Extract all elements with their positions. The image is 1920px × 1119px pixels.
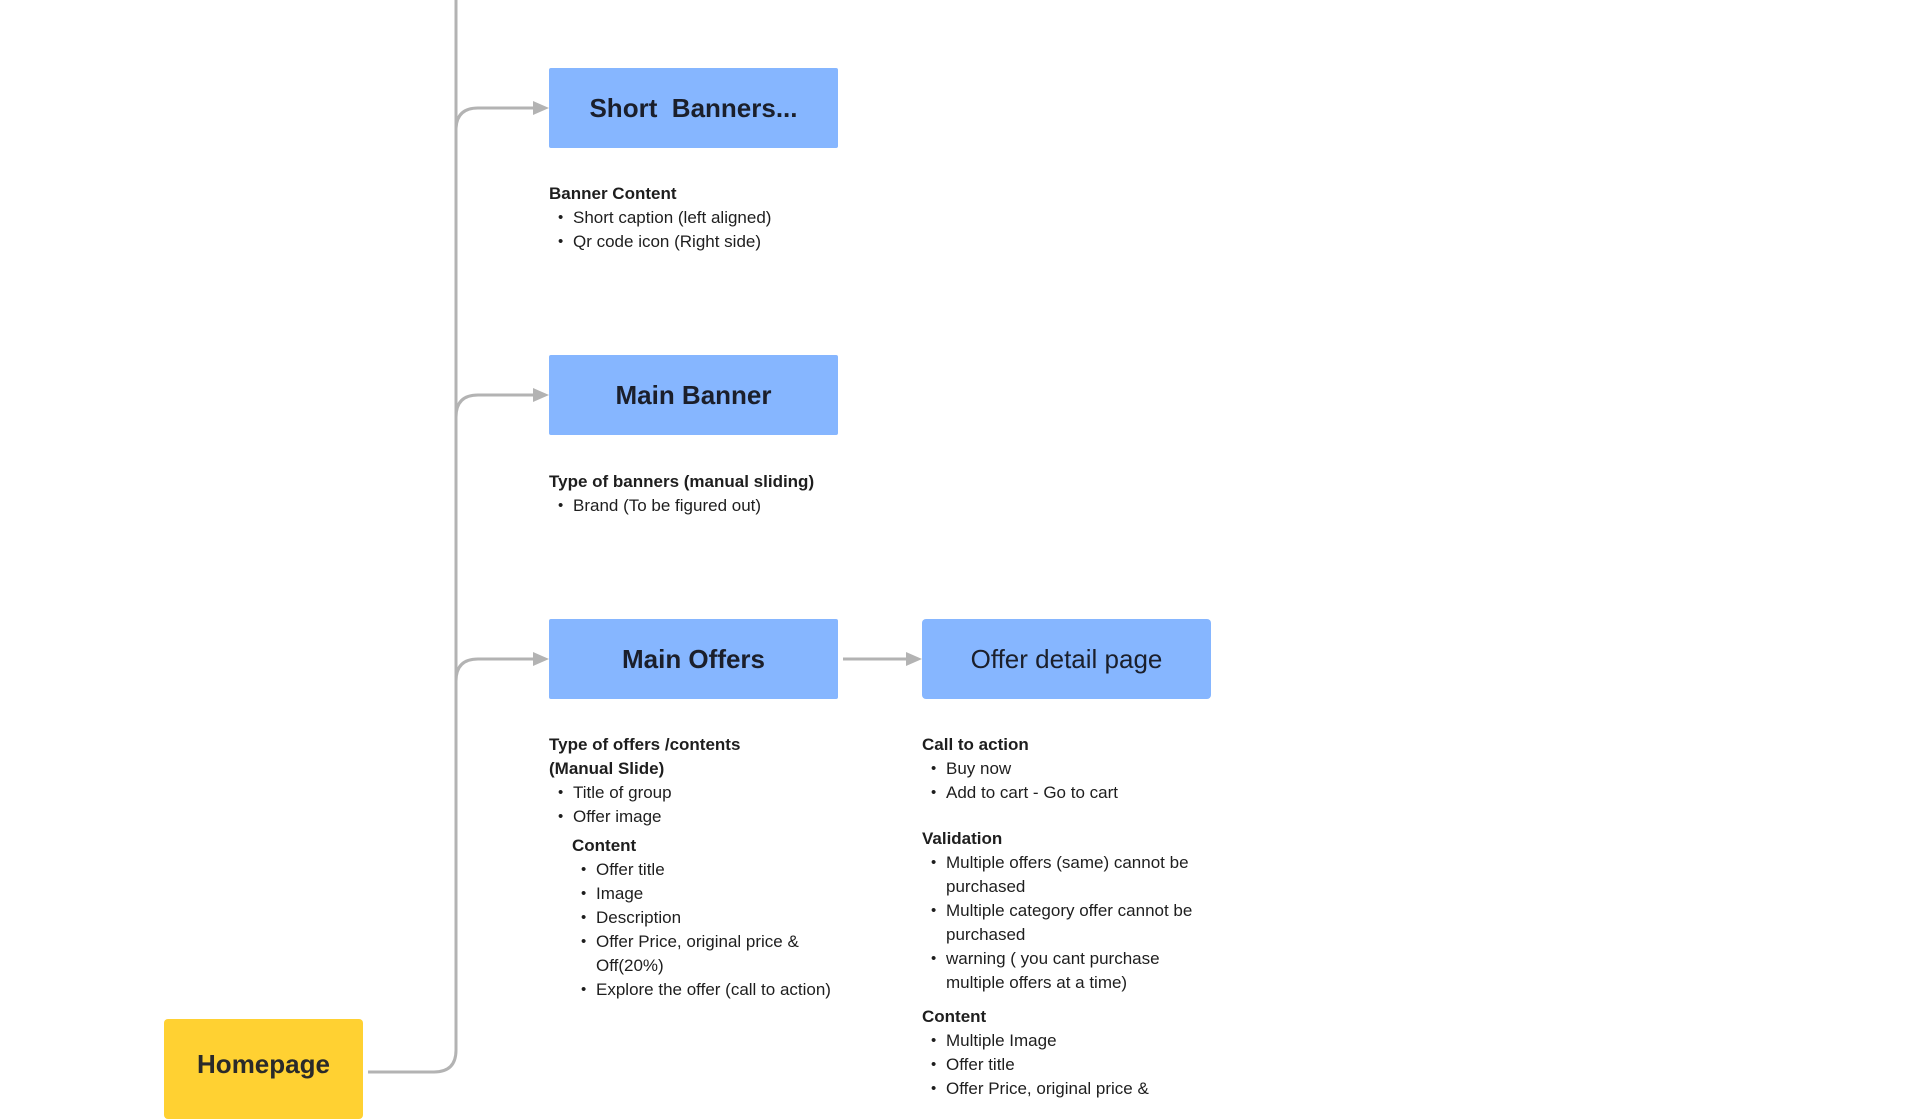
list-item: Offer Price, original price & Off(20%) xyxy=(581,930,831,978)
list-item: Add to cart - Go to cart xyxy=(931,781,1192,805)
list-item-line: purchased xyxy=(946,877,1026,896)
list-item: Multiple offers (same) cannot be purchase… xyxy=(931,851,1192,899)
node-main-banner-label: Main Banner xyxy=(615,379,772,410)
node-main-offers[interactable]: Main Offers xyxy=(549,619,838,699)
list-item: Buy now xyxy=(931,757,1192,781)
list-item: Description xyxy=(581,906,831,930)
notes-content-title: Content xyxy=(922,1007,987,1026)
branch-homepage xyxy=(368,1040,458,1074)
list-item-line: Off(20%) xyxy=(596,956,664,975)
node-offer-detail-page[interactable]: Offer detail page xyxy=(922,619,1211,699)
list-item: Offer image xyxy=(558,805,831,829)
notes-title-line1: Type of offers /contents xyxy=(549,735,741,754)
node-short-banners-label: Short Banners... xyxy=(589,92,798,123)
list-item: Offer title xyxy=(931,1053,1192,1077)
list-item: Image xyxy=(581,882,831,906)
node-offer-detail-label: Offer detail page xyxy=(970,643,1163,674)
list-item-line: Multiple offers (same) cannot be xyxy=(946,853,1189,872)
notes-title: Banner Content xyxy=(549,184,677,203)
node-homepage[interactable]: Homepage xyxy=(164,1019,363,1119)
list-item: Title of group xyxy=(558,781,831,805)
list-item-line: Multiple category offer cannot be xyxy=(946,901,1193,920)
node-short-banners[interactable]: Short Banners... xyxy=(549,68,838,148)
notes-cta-title: Call to action xyxy=(922,735,1029,754)
list-item: Short caption (left aligned) xyxy=(558,206,771,230)
list-item-line: warning ( you cant purchase xyxy=(946,949,1160,968)
arrowhead-offer-detail xyxy=(906,652,922,666)
notes-content-title: Content xyxy=(572,836,637,855)
list-item: Qr code icon (Right side) xyxy=(558,230,771,254)
notes-title-line2: (Manual Slide) xyxy=(549,759,665,778)
connector-lines xyxy=(368,0,922,1080)
arrowhead-main-banner xyxy=(533,388,549,402)
main-banner-notes: Type of banners (manual sliding) Brand (… xyxy=(549,470,814,518)
notes-validation-title: Validation xyxy=(922,829,1003,848)
list-item: Multiple Image xyxy=(931,1029,1192,1053)
arrowhead-main-offers xyxy=(533,652,549,666)
list-item-line: multiple offers at a time) xyxy=(946,973,1128,992)
node-homepage-label: Homepage xyxy=(197,1049,330,1079)
branch-main-offers xyxy=(454,657,535,682)
list-item: Explore the offer (call to action) xyxy=(581,978,831,1002)
branch-main-banner xyxy=(454,393,535,418)
short-banners-notes: Banner Content Short caption (left align… xyxy=(549,182,771,254)
list-item: Brand (To be figured out) xyxy=(558,494,814,518)
notes-title: Type of banners (manual sliding) xyxy=(549,472,815,491)
main-offers-notes: Type of offers /contents (Manual Slide) … xyxy=(549,733,831,1002)
arrowhead-short-banners xyxy=(533,101,549,115)
list-item: Offer Price, original price & xyxy=(931,1077,1192,1101)
list-item-line: Offer Price, original price & xyxy=(596,932,799,951)
list-item: Multiple category offer cannot be purchas… xyxy=(931,899,1193,947)
branch-short-banners xyxy=(454,106,535,131)
node-main-banner[interactable]: Main Banner xyxy=(549,355,838,435)
list-item: Offer title xyxy=(581,858,831,882)
list-item: warning ( you cant purchase multiple offe… xyxy=(931,947,1192,995)
list-item-line: purchased xyxy=(946,925,1026,944)
node-main-offers-label: Main Offers xyxy=(621,643,766,674)
offer-detail-notes: Call to action Buy now Add to cart - Go … xyxy=(922,733,1192,1101)
